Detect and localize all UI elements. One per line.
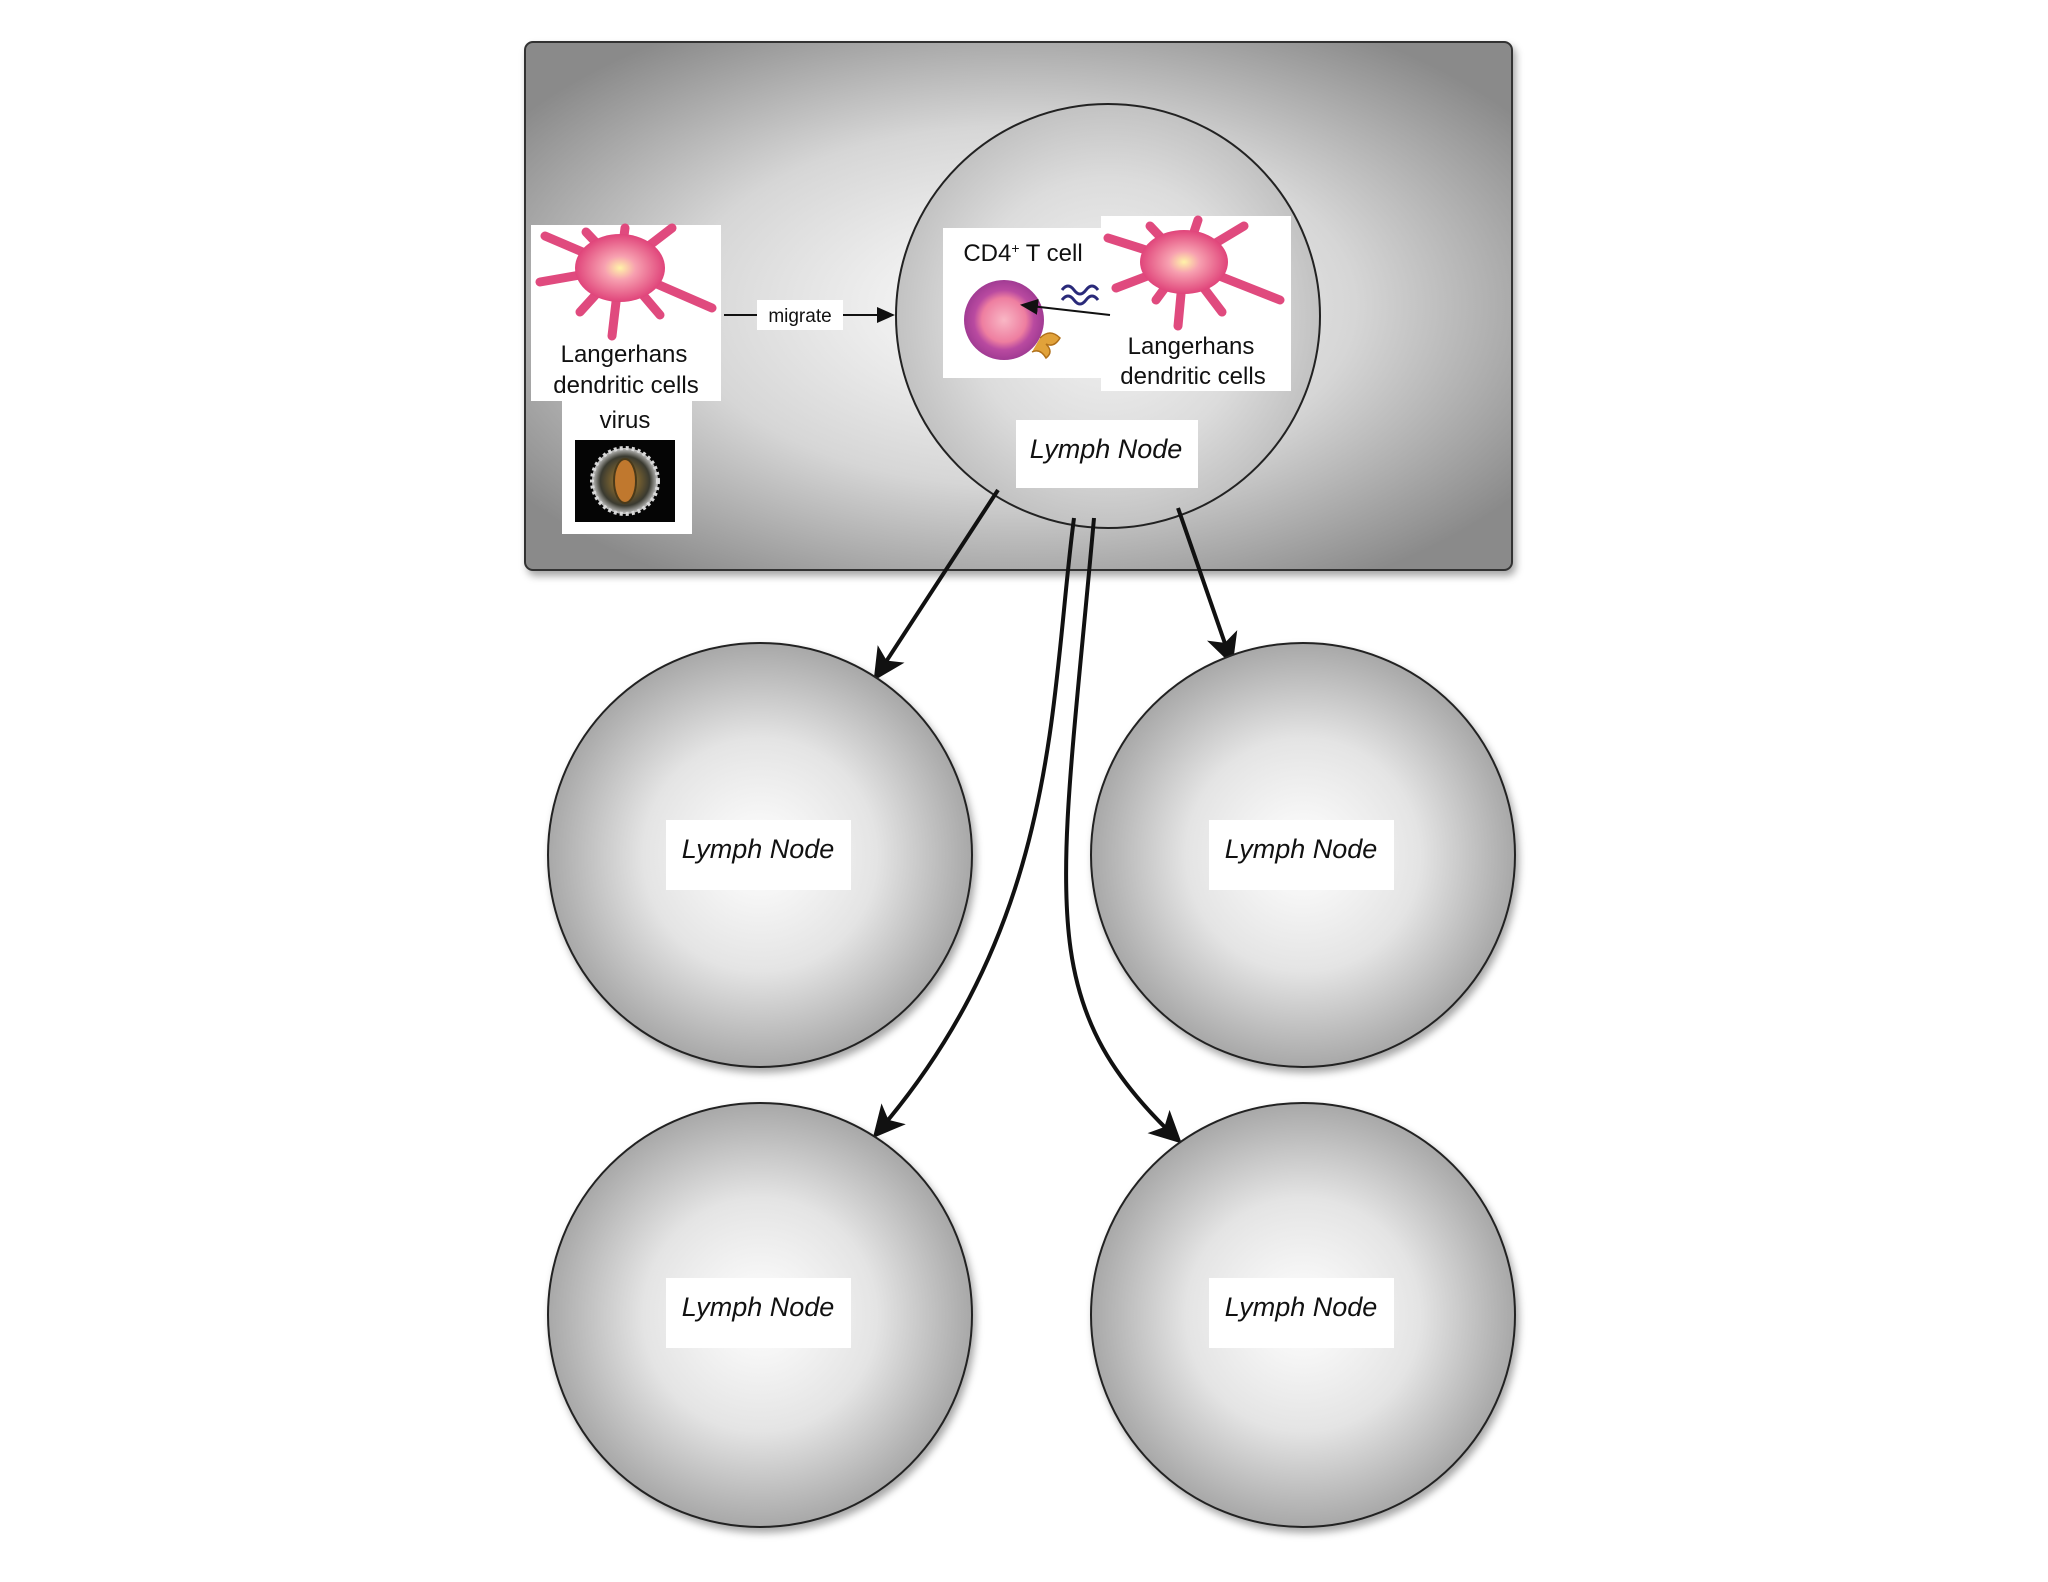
t-cell-card: CD4+ T cell <box>943 228 1101 378</box>
node-4-label: Lymph Node <box>1225 1292 1378 1322</box>
central-node-label-box: Lymph Node <box>1016 420 1198 488</box>
arrow-to-node-2 <box>1176 507 1238 666</box>
node-1-label: Lymph Node <box>682 834 835 864</box>
central-node-label: Lymph Node <box>1030 434 1183 464</box>
node-3-label: Lymph Node <box>682 1292 835 1322</box>
dendritic-cell-icon <box>535 223 717 341</box>
migrate-arrow: migrate <box>724 300 895 330</box>
virus-particle-icon <box>575 440 675 522</box>
spread-arrows <box>872 488 1238 1144</box>
node-cells-label-line2: dendritic cells <box>1120 363 1265 390</box>
downstream-node-4: Lymph Node <box>1090 1102 1516 1528</box>
dendritic-cell-icon <box>1103 215 1285 331</box>
node-2-label: Lymph Node <box>1225 834 1378 864</box>
node-dendritic-cell-card: Langerhans dendritic cells <box>1101 215 1291 391</box>
virus-card: virus <box>562 401 692 534</box>
presentation-arrow <box>1020 298 1111 316</box>
arrow-to-node-3 <box>872 517 1076 1139</box>
migrate-label: migrate <box>768 306 831 327</box>
source-cells-label-line1: Langerhans <box>561 341 688 368</box>
node-cells-label-line1: Langerhans <box>1128 333 1255 360</box>
downstream-node-2: Lymph Node <box>1090 642 1516 1068</box>
arrow-to-node-4 <box>1064 517 1182 1144</box>
virus-label: virus <box>600 407 651 434</box>
source-cells-label-line2: dendritic cells <box>553 372 698 399</box>
arrow-to-node-1 <box>873 488 1000 681</box>
downstream-node-3: Lymph Node <box>547 1102 973 1528</box>
source-dendritic-cell-card: Langerhans dendritic cells <box>531 223 721 401</box>
downstream-node-1: Lymph Node <box>547 642 973 1068</box>
t-cell-label: CD4+ T cell <box>963 240 1082 267</box>
